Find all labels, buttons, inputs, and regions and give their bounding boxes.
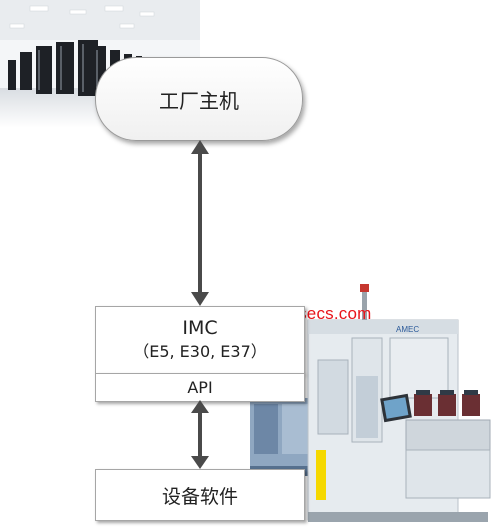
api-box: API [95,373,305,402]
equipment-software-label: 设备软件 [161,485,238,508]
factory-host-node: 工厂主机 [95,57,303,141]
imc-box: IMC （E5, E30, E37） [95,306,305,374]
imc-standards: （E5, E30, E37） [133,342,267,361]
equipment-photo: AMEC [250,284,491,522]
host-imc-double-arrow [191,140,209,306]
equipment-logo-text: AMEC [396,325,419,334]
equipment-software-box: 设备软件 [95,469,305,521]
api-label: API [187,378,213,397]
imc-title: IMC [182,317,218,339]
api-equipment-double-arrow [191,400,209,469]
factory-host-label: 工厂主机 [159,88,239,113]
